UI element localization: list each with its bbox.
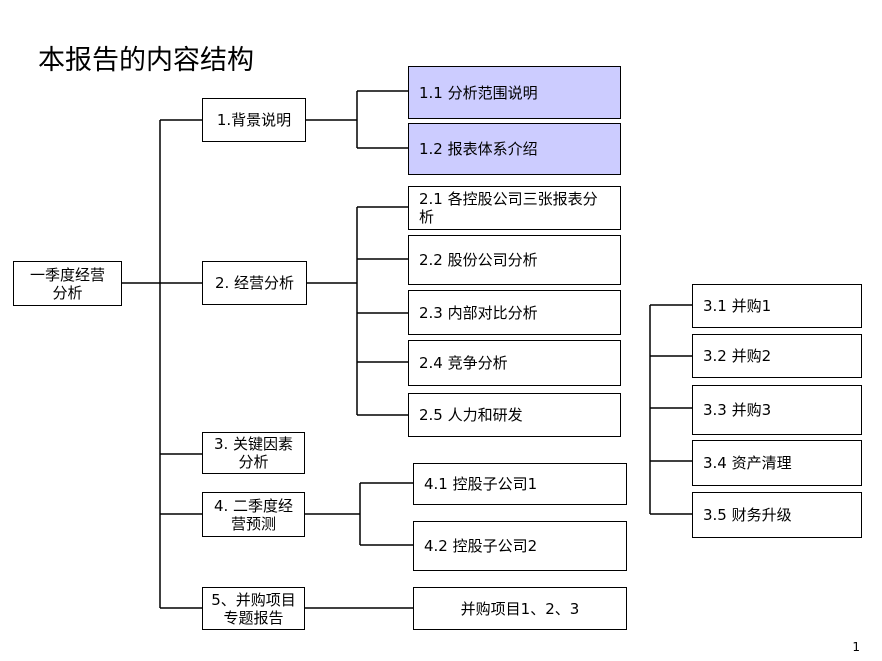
subitem-2-1: 2.1 各控股公司三张报表分析 xyxy=(408,186,621,230)
subitem-3-3: 3.3 并购3 xyxy=(692,385,862,435)
subitem-3-1-label: 3.1 并购1 xyxy=(703,297,772,315)
section-2-label: 2. 经营分析 xyxy=(214,274,295,292)
section-5-label: 5、并购项目专题报告 xyxy=(211,590,296,627)
page-title: 本报告的内容结构 xyxy=(38,45,254,76)
section-1-node: 1.背景说明 xyxy=(202,98,306,142)
subitem-1-2-label: 1.2 报表体系介绍 xyxy=(419,140,538,158)
subitem-2-5: 2.5 人力和研发 xyxy=(408,393,621,437)
root-node: 一季度经营分析 xyxy=(13,261,122,306)
subitem-3-1: 3.1 并购1 xyxy=(692,284,862,328)
subitem-1-2: 1.2 报表体系介绍 xyxy=(408,123,621,175)
subitem-1-1: 1.1 分析范围说明 xyxy=(408,66,621,119)
subitem-2-3-label: 2.3 内部对比分析 xyxy=(419,303,538,322)
subitem-2-2: 2.2 股份公司分析 xyxy=(408,235,621,285)
subitem-1-1-label: 1.1 分析范围说明 xyxy=(419,83,538,102)
subitem-2-2-label: 2.2 股份公司分析 xyxy=(419,251,538,269)
subitem-3-4: 3.4 资产清理 xyxy=(692,440,862,486)
section-3-node: 3. 关键因素分析 xyxy=(202,432,305,474)
section-5-node: 5、并购项目专题报告 xyxy=(202,587,305,630)
subitem-2-4: 2.4 竞争分析 xyxy=(408,340,621,386)
root-node-label: 一季度经营分析 xyxy=(29,265,105,302)
subitem-3-5: 3.5 财务升级 xyxy=(692,492,862,538)
subitem-2-5-label: 2.5 人力和研发 xyxy=(419,406,523,424)
subitem-5-1-label: 并购项目1、2、3 xyxy=(460,599,580,618)
subitem-5-1: 并购项目1、2、3 xyxy=(413,587,627,630)
subitem-3-4-label: 3.4 资产清理 xyxy=(703,454,792,472)
subitem-4-2-label: 4.2 控股子公司2 xyxy=(424,537,538,555)
subitem-2-4-label: 2.4 竞争分析 xyxy=(419,354,508,372)
subitem-3-2-label: 3.2 并购2 xyxy=(703,347,772,365)
section-1-label: 1.背景说明 xyxy=(216,111,292,129)
page-number: 1 xyxy=(852,640,860,654)
subitem-4-1: 4.1 控股子公司1 xyxy=(413,463,627,505)
subitem-3-3-label: 3.3 并购3 xyxy=(703,401,772,419)
subitem-3-2: 3.2 并购2 xyxy=(692,334,862,378)
section-3-label: 3. 关键因素分析 xyxy=(213,435,294,471)
section-4-label: 4. 二季度经营预测 xyxy=(213,496,294,533)
subitem-2-1-label: 2.1 各控股公司三张报表分析 xyxy=(419,190,598,226)
subitem-4-1-label: 4.1 控股子公司1 xyxy=(424,475,538,493)
subitem-3-5-label: 3.5 财务升级 xyxy=(703,506,792,524)
subitem-4-2: 4.2 控股子公司2 xyxy=(413,521,627,571)
section-2-node: 2. 经营分析 xyxy=(202,261,307,305)
section-4-node: 4. 二季度经营预测 xyxy=(202,492,305,537)
subitem-2-3: 2.3 内部对比分析 xyxy=(408,290,621,335)
